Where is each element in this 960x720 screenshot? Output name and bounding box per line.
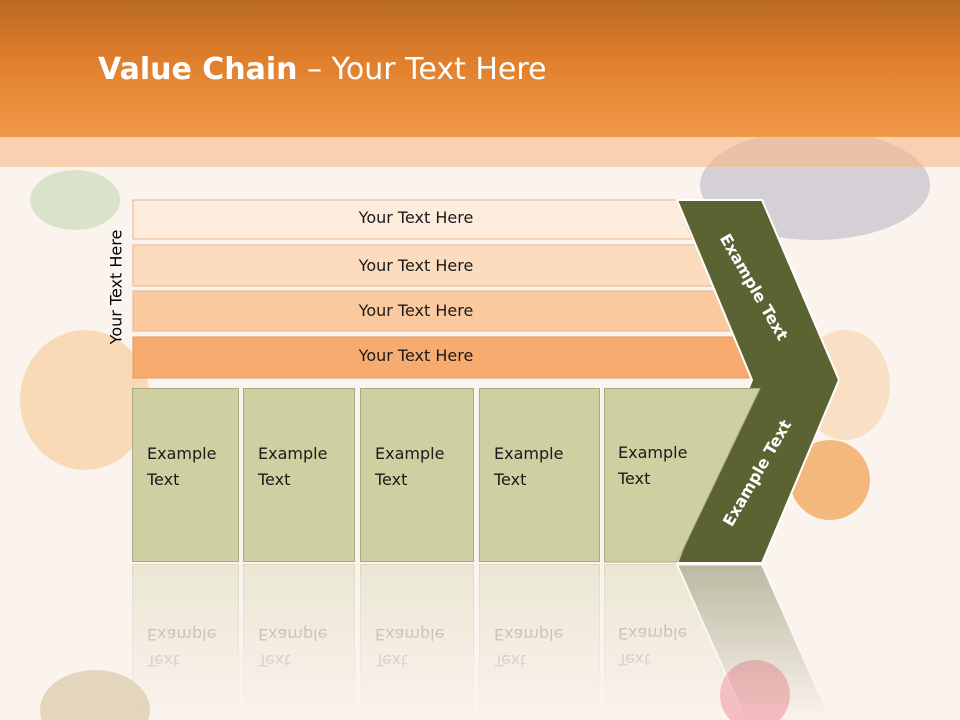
reflection-chevron (604, 564, 833, 720)
header-band (0, 137, 960, 167)
row-bar-1[interactable] (132, 199, 693, 240)
fruit-decoration (30, 170, 120, 230)
fruit-decoration (20, 330, 150, 470)
row-label-4: Your Text Here (358, 346, 474, 365)
row-label-2: Your Text Here (358, 256, 474, 275)
slide-title: Value Chain – Your Text Here (98, 52, 547, 87)
header-bar (0, 0, 960, 137)
activity-box-5-shape[interactable] (604, 388, 764, 564)
row-label-1: Your Text Here (358, 208, 474, 227)
title-rest: – Your Text Here (297, 52, 547, 87)
row-label-3: Your Text Here (358, 301, 474, 320)
title-bold: Value Chain (98, 52, 298, 87)
